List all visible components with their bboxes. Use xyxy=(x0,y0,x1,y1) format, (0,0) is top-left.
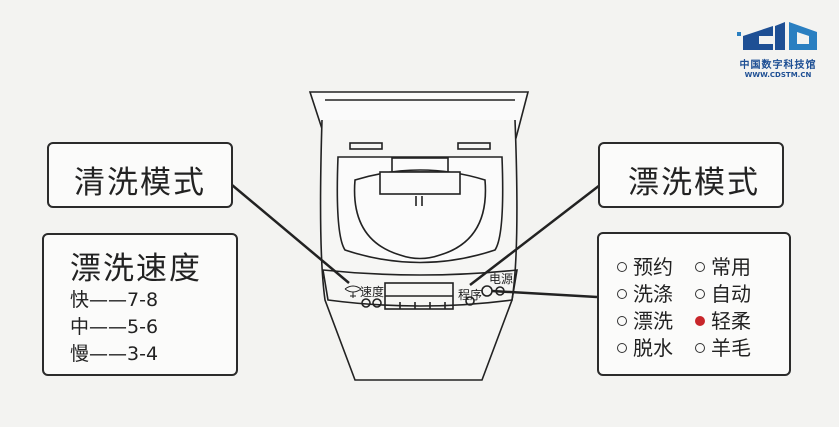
radio-indicator-icon xyxy=(617,289,627,299)
radio-indicator-icon xyxy=(695,262,705,272)
option-4: 漂洗 xyxy=(617,308,695,334)
rinse-speed-box: 漂洗速度 快——7-8 中——5-6 慢——3-4 xyxy=(42,233,238,376)
power-label: 电源 xyxy=(489,272,514,286)
wash-mode-box: 清洗模式 xyxy=(47,142,233,208)
option-2: 洗涤 xyxy=(617,281,695,307)
option-6: 脱水 xyxy=(617,335,695,361)
logo: 中国数字科技馆 WWW.CDSTM.CN xyxy=(733,18,823,79)
radio-indicator-icon xyxy=(617,343,627,353)
rinse-speed-title: 漂洗速度 xyxy=(70,251,202,287)
radio-indicator-icon xyxy=(695,343,705,353)
leader-lines xyxy=(231,184,601,299)
option-1: 常用 xyxy=(695,254,773,280)
radio-indicator-icon xyxy=(617,316,627,326)
option-0: 预约 xyxy=(617,254,695,280)
logo-mark-icon xyxy=(737,22,817,50)
radio-indicator-icon xyxy=(695,289,705,299)
option-7: 羊毛 xyxy=(695,335,773,361)
speed-label: 速度 xyxy=(360,285,385,299)
rinse-mode-title: 漂洗模式 xyxy=(628,165,760,201)
speed-row: 慢——3-4 xyxy=(70,343,159,365)
wash-mode-title: 清洗模式 xyxy=(74,165,206,201)
option-3: 自动 xyxy=(695,281,773,307)
program-label: 程序 xyxy=(458,288,483,302)
option-5: 轻柔 xyxy=(695,308,773,334)
speed-row: 快——7-8 xyxy=(70,289,159,311)
radio-indicator-icon xyxy=(695,316,705,326)
options-box: 预约常用洗涤自动漂洗轻柔脱水羊毛 xyxy=(597,232,791,376)
rinse-mode-box: 漂洗模式 xyxy=(598,142,784,208)
radio-indicator-icon xyxy=(617,262,627,272)
speed-row: 中——5-6 xyxy=(70,316,159,338)
